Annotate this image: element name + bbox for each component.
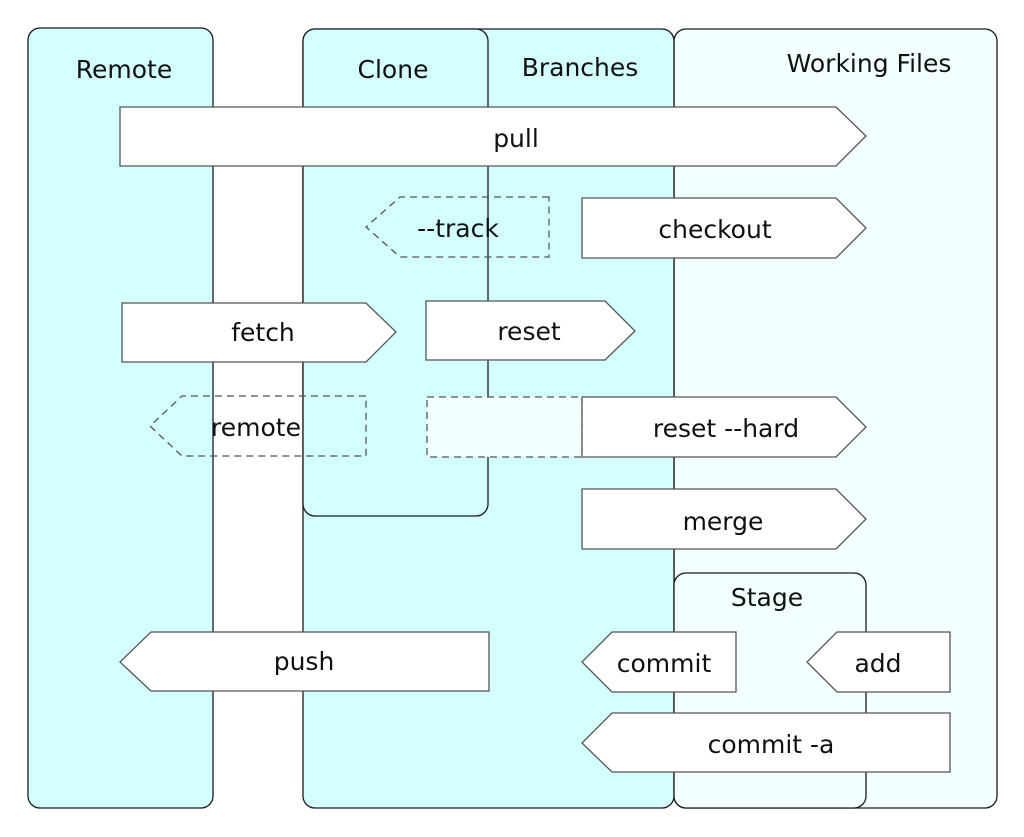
- reset-hard-arrow: [581, 396, 867, 458]
- push-label: push: [274, 647, 335, 676]
- commit-a-arrow: [581, 712, 951, 773]
- lane-remote: [27, 27, 214, 809]
- merge-arrow: [581, 488, 867, 550]
- add-arrow: [806, 631, 951, 693]
- lane-title-remote: Remote: [76, 55, 172, 84]
- fetch-label: fetch: [231, 318, 295, 347]
- track-arrow: [365, 196, 550, 258]
- pull-label: pull: [493, 124, 539, 153]
- checkout-label: checkout: [658, 215, 771, 244]
- track-label: --track: [417, 214, 499, 243]
- reset-arrow: [425, 300, 636, 361]
- add-label: add: [854, 649, 901, 678]
- fetch-arrow: [121, 302, 397, 363]
- reset-hard-label: reset --hard: [653, 414, 799, 443]
- remote-label: remote: [211, 413, 301, 442]
- lane-title-clone: Clone: [358, 55, 429, 84]
- commit-label: commit: [617, 649, 712, 678]
- commit-arrow: [581, 631, 737, 693]
- lane-title-branches: Branches: [522, 53, 639, 82]
- pull-arrow: [119, 106, 867, 167]
- reset-hard-placeholder: [426, 396, 583, 458]
- lane-title-stage: Stage: [731, 583, 803, 612]
- push-arrow: [119, 631, 490, 692]
- commit-a-label: commit -a: [708, 730, 835, 759]
- checkout-arrow: [581, 197, 867, 259]
- reset-label: reset: [497, 317, 561, 346]
- lane-title-working-files: Working Files: [787, 49, 952, 78]
- merge-label: merge: [683, 507, 764, 536]
